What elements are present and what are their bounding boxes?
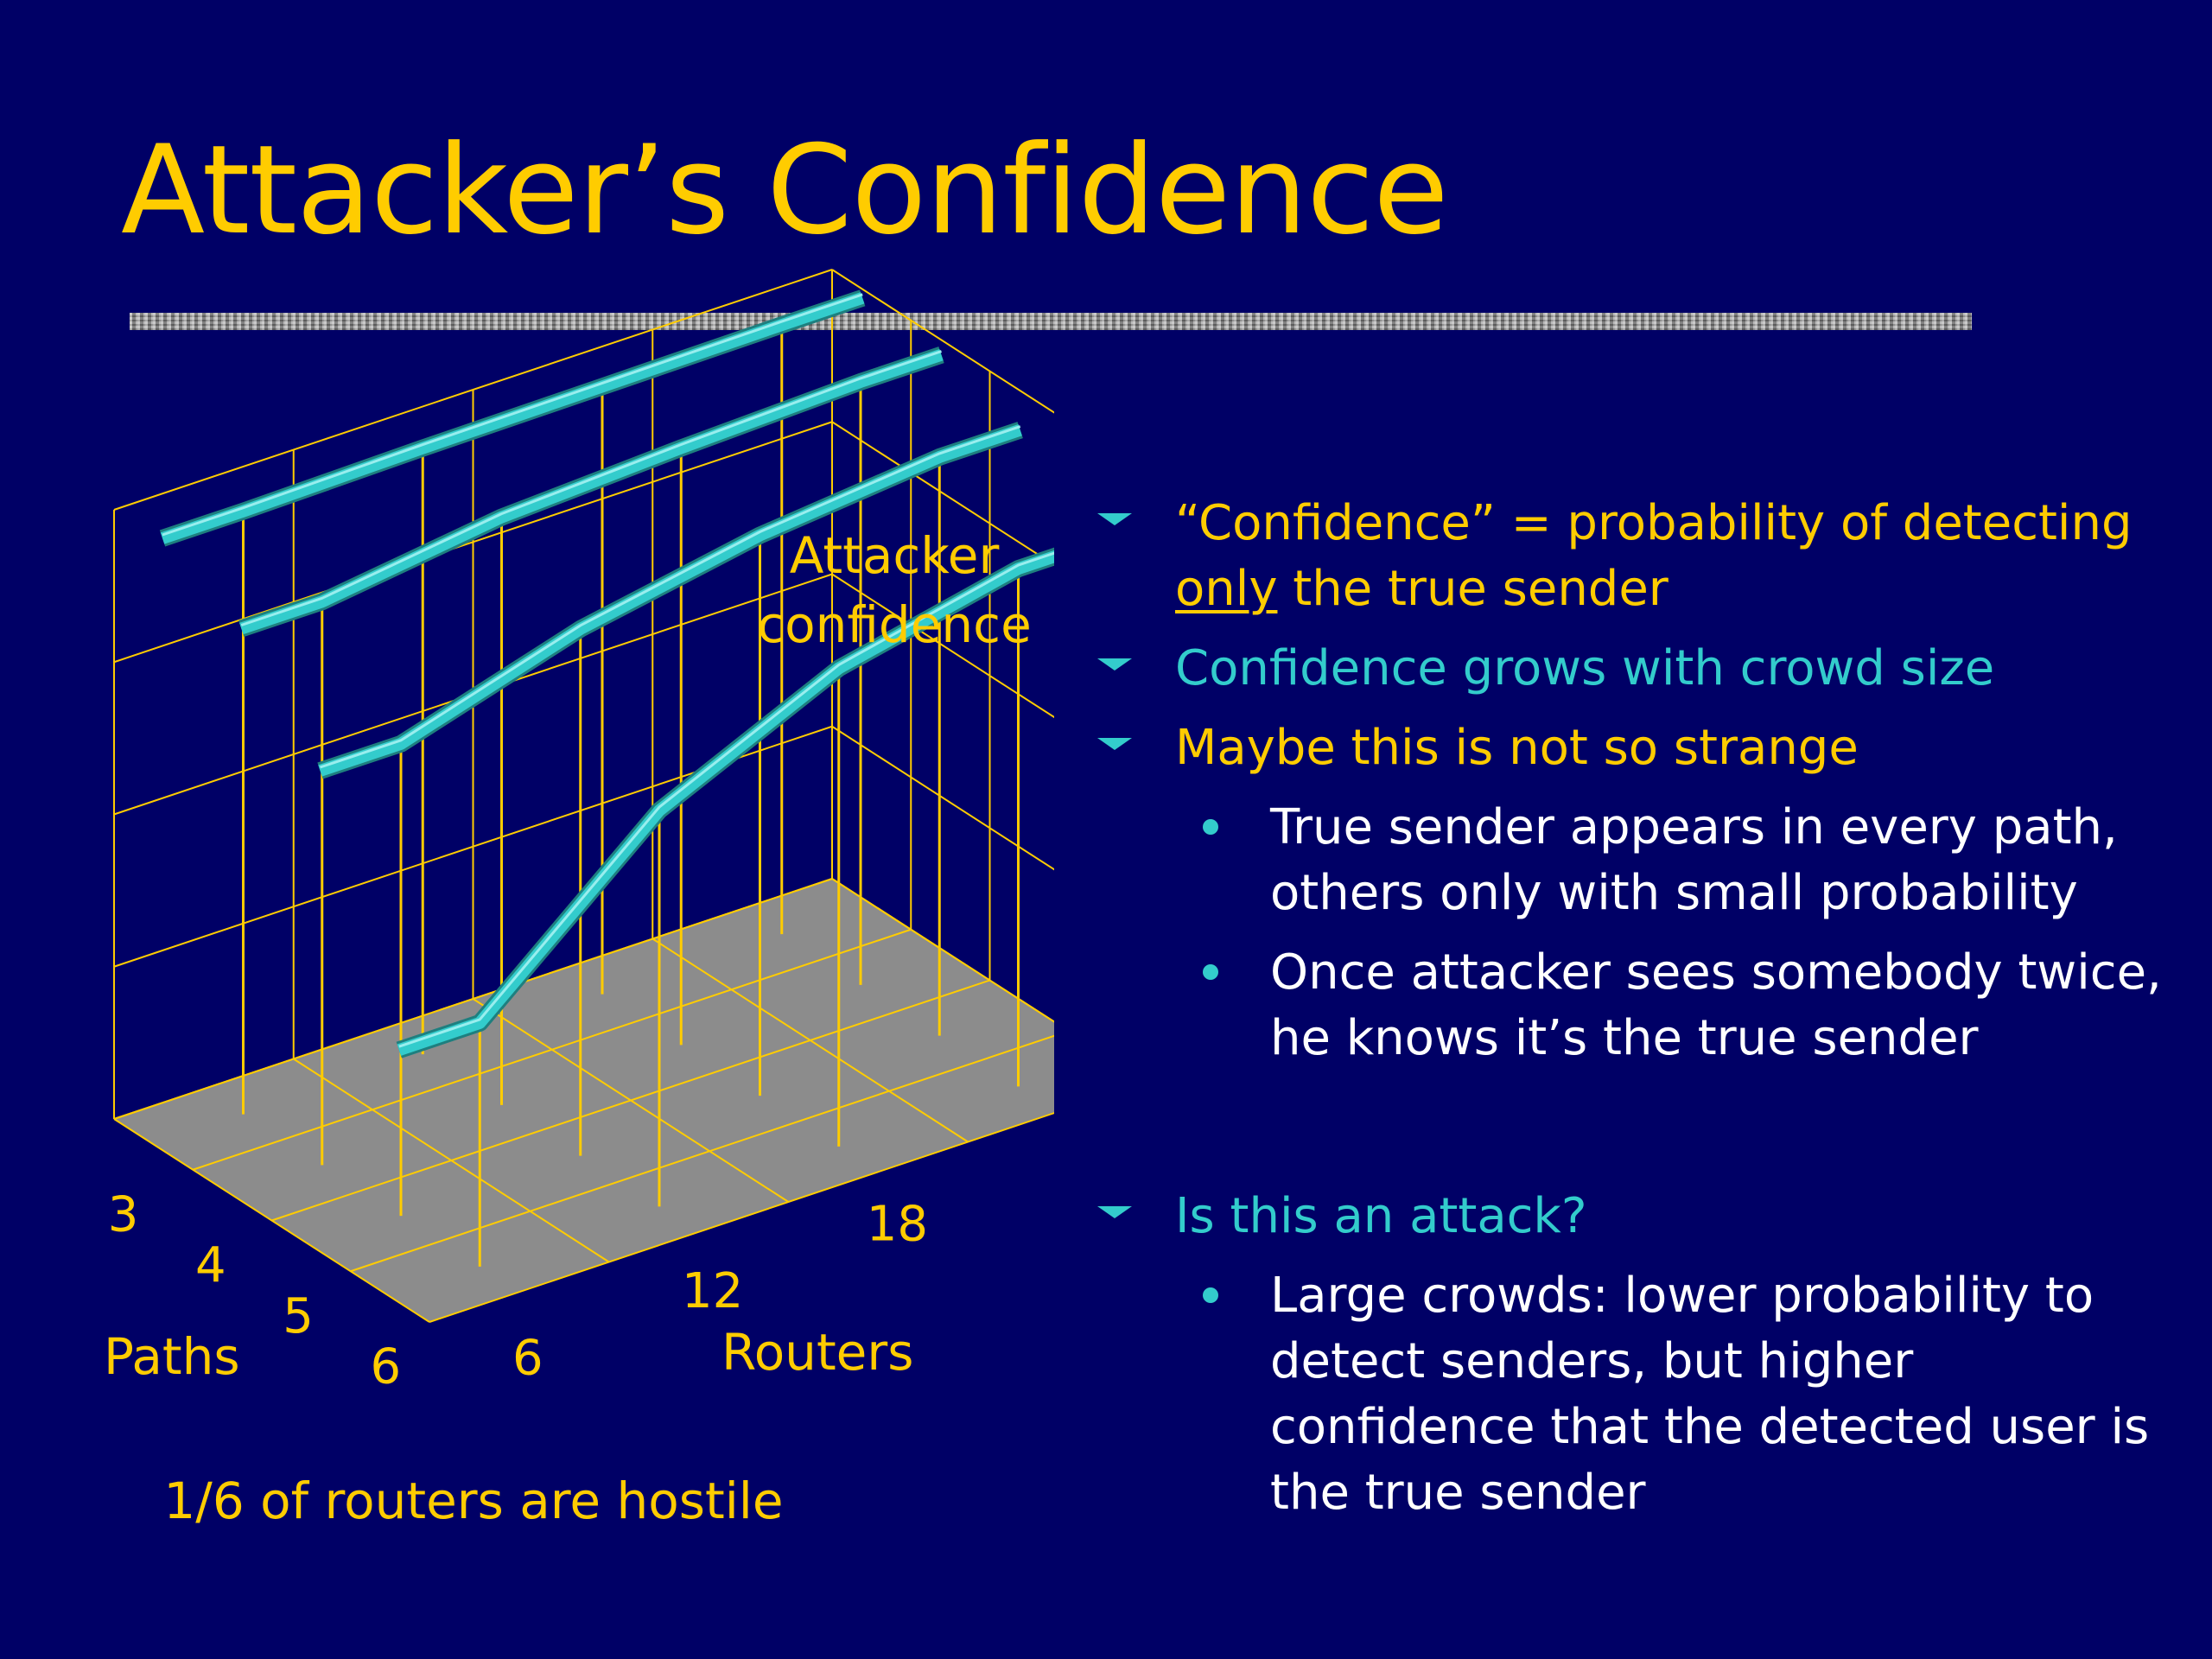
series-ribbon [396,547,1054,1058]
bullet-item: Maybe this is not so strange [1097,715,2195,781]
bullet-text: True sender appears in every path, [1270,799,2118,855]
y-tick-label: 5 [283,1288,314,1344]
triangle-bullet-icon [1097,513,1132,525]
ribbon-highlight [162,293,863,537]
ribbon-line [397,550,1054,1056]
bullet-text: detect senders, but higher [1270,1333,1914,1389]
chart-floor [114,879,1054,1322]
bullet-item: Is this an attack? [1097,1184,2195,1249]
triangle-bullet-icon [1097,1206,1132,1218]
bullet-text: the true sender [1277,561,1669,617]
sub-bullet-item: Once attacker sees somebody twice, he kno… [1097,940,2195,1071]
bullet-text: confidence that the detected user is [1270,1399,2150,1455]
floor-grid-line [192,928,912,1171]
y-tick-label: 6 [371,1339,402,1395]
x-tick-label: 24 [1051,1129,1054,1185]
series-ribbon [238,346,944,637]
bullet-text: Maybe this is not so strange [1175,720,1859,776]
bullet-list: “Confidence” = probability of detecting o… [1097,491,2195,1526]
chart-labels: 80%85%90%95%100%Attackerconfidence612182… [104,526,1054,1530]
ribbon-line [239,348,944,635]
bullet-text: Is this an attack? [1175,1188,1587,1244]
chart-caption: 1/6 of routers are hostile [163,1471,783,1530]
x-tick-label: 6 [512,1330,543,1386]
x-tick-label: 18 [867,1196,928,1252]
chart-series [159,289,1054,1058]
bullet-item: “Confidence” = probability of detecting o… [1097,491,2195,622]
x-tick-label: 12 [682,1263,743,1319]
ribbon-line [160,292,865,544]
y-axis-label: Paths [104,1327,240,1386]
bullet-text: “Confidence” = probability of detecting [1175,495,2133,551]
bullet-item: Confidence grows with crowd size [1097,636,2195,702]
ribbon-highlight [398,551,1054,1048]
z-axis-label: confidence [757,595,1032,654]
bullet-text: only [1175,561,1278,617]
sub-bullet-item: Large crowds: lower probability to detect… [1097,1263,2195,1526]
sub-bullet-item: True sender appears in every path, others… [1097,795,2195,926]
x-axis-label: Routers [721,1323,913,1382]
bullet-text: Confidence grows with crowd size [1175,640,1995,696]
series-ribbon [317,422,1023,779]
triangle-bullet-icon [1097,658,1132,671]
bullet-text: he knows it’s the true sender [1270,1010,1979,1066]
attacker-confidence-chart: 80%85%90%95%100%Attackerconfidence612182… [104,269,1054,1530]
y-tick-label: 3 [108,1186,139,1243]
floor-grid-line [429,1112,1054,1323]
series-ribbon [159,289,866,547]
bullet-text: Large crowds: lower probability to [1270,1268,2094,1324]
slide-title: Attacker’s Confidence [121,119,1449,262]
wall-grid-line [831,725,1054,871]
ribbon-highlight [320,425,1021,769]
bullet-text: the true sender [1270,1465,1646,1521]
dot-bullet-icon [1203,964,1218,980]
z-axis-label: Attacker [790,526,1000,585]
bullet-text: Once attacker sees somebody twice, [1270,944,2162,1001]
y-tick-label: 4 [195,1237,226,1294]
floor-grid-line [271,979,990,1222]
floor-grid-line [350,1034,1054,1273]
dot-bullet-icon [1203,1287,1218,1303]
ribbon-line [318,423,1022,777]
dot-bullet-icon [1203,819,1218,835]
chart-frame [113,269,1054,1323]
title-divider [130,313,1972,330]
ribbon-highlight [240,350,942,626]
triangle-bullet-icon [1097,738,1132,750]
bullet-text: others only with small probability [1270,865,2078,921]
